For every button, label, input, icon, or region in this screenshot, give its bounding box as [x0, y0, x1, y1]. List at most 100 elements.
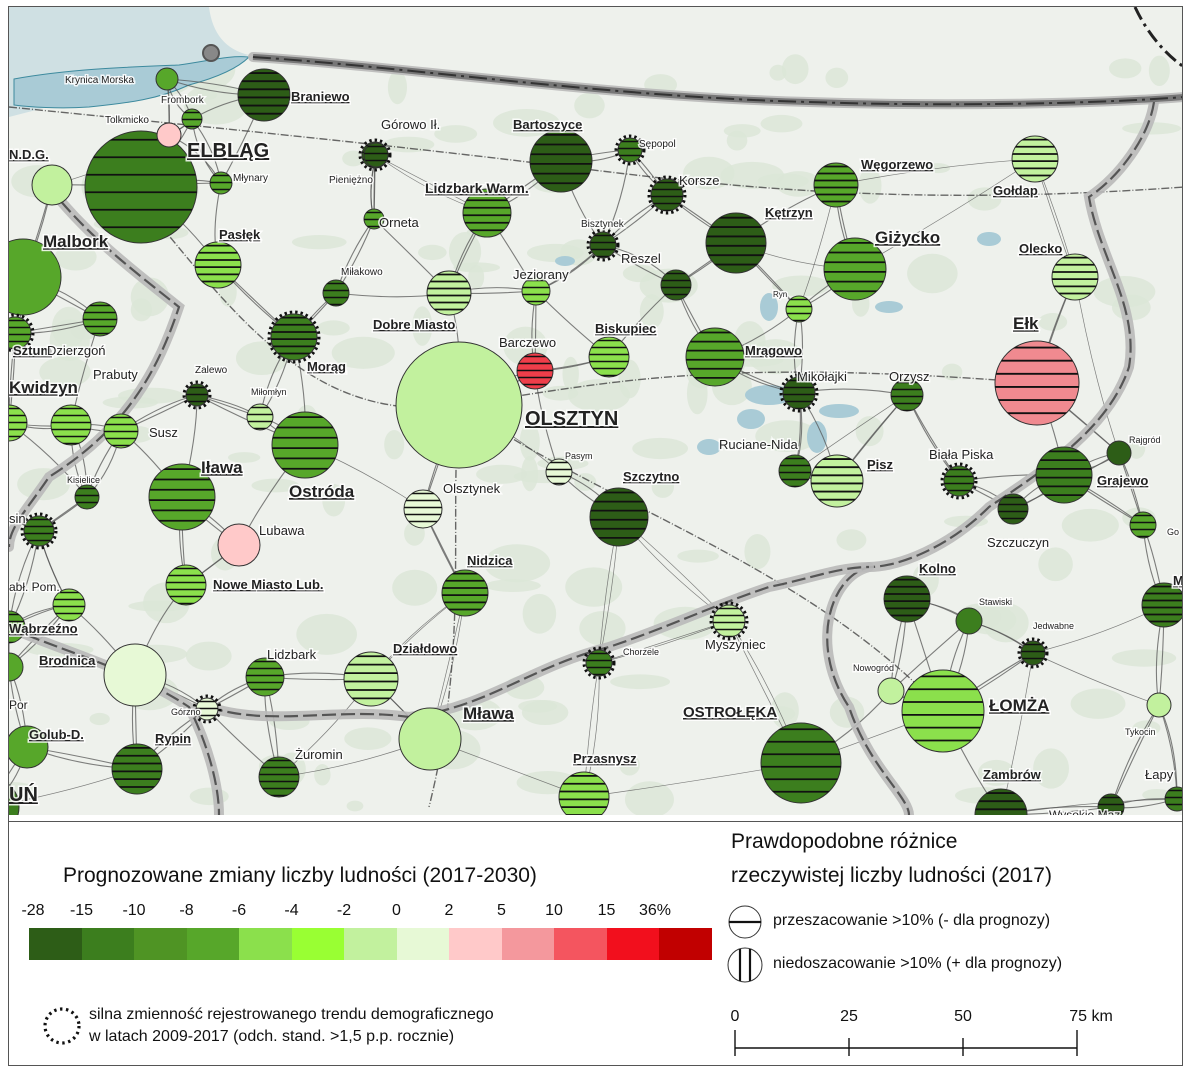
city-circle-sepopol[interactable]	[614, 134, 646, 166]
city-label-kisielice: Kisielice	[67, 475, 100, 485]
city-circle-paslek[interactable]	[194, 241, 242, 289]
city-circle-stawiski[interactable]	[955, 607, 983, 635]
city-circle-rajgrod[interactable]	[1106, 440, 1132, 466]
city-circle-susz[interactable]	[103, 413, 139, 449]
city-circle-lubawa[interactable]	[217, 523, 261, 567]
city-circle-sin[interactable]	[20, 512, 58, 550]
city-circle-dzialdowo[interactable]	[343, 651, 399, 707]
city-circle-mlynary[interactable]	[209, 171, 233, 195]
city-circle-gizycko[interactable]	[823, 237, 887, 301]
city-circle-lidzbark[interactable]	[462, 188, 512, 238]
city-circle-tolkmicko[interactable]	[156, 122, 182, 148]
city-circle-ketrzyn[interactable]	[705, 212, 767, 274]
city-label-mragowo: Mrągowo	[745, 343, 802, 358]
city-circle-elk[interactable]	[994, 340, 1080, 426]
city-circle-golubd[interactable]	[9, 725, 49, 769]
city-label-nowemiasto: Nowe Miasto Lub.	[213, 577, 324, 592]
city-circle-orzysz[interactable]	[890, 378, 924, 412]
city-circle-nidzica[interactable]	[441, 569, 489, 617]
city-circle-bartoszyce[interactable]	[529, 129, 593, 193]
city-label-braniewo: Braniewo	[291, 89, 350, 104]
scale-label: 0	[392, 902, 401, 919]
city-circle-korsze[interactable]	[647, 175, 687, 215]
city-circle-dzierzgon[interactable]	[82, 301, 118, 337]
city-circle-gorowo[interactable]	[363, 142, 389, 168]
city-circle-malbork[interactable]	[9, 238, 62, 316]
city-circle-torun[interactable]	[9, 777, 20, 815]
city-circle-zuromin[interactable]	[258, 756, 300, 798]
city-circle-bisztynek[interactable]	[586, 228, 620, 262]
city-circle-braniewo[interactable]	[237, 68, 291, 122]
city-circle-ndg[interactable]	[31, 164, 73, 206]
city-circle-frombork[interactable]	[181, 108, 203, 130]
city-label-monki: M	[1173, 573, 1183, 588]
city-circle-dobremiasto[interactable]	[426, 270, 472, 316]
city-circle-morag[interactable]	[267, 310, 321, 364]
city-circle-goldap[interactable]	[1011, 135, 1059, 183]
city-label-wysokiemaz: Wysokie Maz.	[1049, 808, 1124, 815]
city-circle-prabuty[interactable]	[50, 404, 92, 446]
city-circle-szczytno[interactable]	[589, 487, 649, 547]
city-label-ryn: Ryn	[773, 290, 787, 299]
city-circle-milakowo[interactable]	[322, 279, 350, 307]
city-circle-milomlyn[interactable]	[246, 403, 274, 431]
city-label-olecko: Olecko	[1019, 241, 1062, 256]
city-circle-biskupiec[interactable]	[588, 336, 630, 378]
city-circle-grajewo[interactable]	[1035, 446, 1093, 504]
city-circle-pasym[interactable]	[545, 458, 573, 486]
city-circle-elblag[interactable]	[84, 130, 198, 244]
city-circle-por[interactable]	[9, 652, 24, 682]
city-circle-kolno[interactable]	[883, 575, 931, 623]
city-label-zalewo: Zalewo	[195, 365, 228, 376]
diff-title-1: Prawdopodobne różnice	[731, 830, 958, 853]
city-circle-lapy[interactable]	[1164, 786, 1183, 812]
city-circle-goniadz[interactable]	[1129, 511, 1157, 539]
city-circle-ryn[interactable]	[785, 295, 813, 323]
city-circle-rypin[interactable]	[111, 743, 163, 795]
city-circle-lomza[interactable]	[901, 669, 985, 753]
city-circle-zalewo[interactable]	[182, 380, 212, 410]
city-circle-jeziorany[interactable]	[521, 276, 551, 306]
city-circle-mragowo[interactable]	[685, 327, 745, 387]
city-circle-ilawa[interactable]	[148, 463, 216, 531]
city-circle-pisz[interactable]	[810, 454, 864, 508]
city-circle-chorzele[interactable]	[582, 646, 616, 680]
city-circle-nowogrod[interactable]	[877, 677, 905, 705]
city-circle-reszel[interactable]	[660, 269, 692, 301]
city-circle-kisielice[interactable]	[74, 484, 100, 510]
city-circle-mlawa[interactable]	[398, 707, 462, 771]
over-estimate-text: przeszacowanie >10% (- dla prognozy)	[773, 912, 1051, 929]
city-circle-ostroda[interactable]	[271, 411, 339, 479]
city-circle-olsztyn[interactable]	[395, 341, 523, 469]
city-circle-krynica[interactable]	[155, 67, 179, 91]
city-circle-orneta[interactable]	[363, 208, 385, 230]
city-label-nowogrod: Nowogród	[853, 663, 894, 673]
city-circle-brodnica[interactable]	[103, 643, 167, 707]
city-circle-monki[interactable]	[1141, 582, 1183, 628]
city-circle-wysokiemaz[interactable]	[1097, 793, 1125, 815]
city-circle-olsztynek[interactable]	[403, 489, 443, 529]
city-label-sztum: Sztum	[13, 343, 52, 358]
city-circle-nowemiasto[interactable]	[165, 564, 207, 606]
city-circle-przasnysz[interactable]	[558, 771, 610, 815]
city-label-nidzica: Nidzica	[467, 553, 513, 568]
city-label-malbork: Malbork	[43, 232, 109, 251]
city-circle-lidzbark2[interactable]	[245, 657, 285, 697]
city-circle-barczewo[interactable]	[516, 352, 554, 390]
city-circle-mikolajki[interactable]	[779, 373, 819, 413]
city-label-myszyniec: Myszyniec	[705, 637, 766, 652]
city-circle-ostroleka[interactable]	[760, 722, 842, 804]
city-circle-wegorzewo[interactable]	[813, 162, 859, 208]
city-circle-myszyniec[interactable]	[709, 601, 749, 641]
city-circle-rucianenida[interactable]	[778, 454, 812, 488]
city-circle-jedwabne[interactable]	[1017, 637, 1049, 669]
city-circle-jablonowo[interactable]	[52, 588, 86, 622]
city-circle-sztum[interactable]	[9, 313, 35, 353]
city-circle-tykocin[interactable]	[1146, 692, 1172, 718]
city-label-reszel: Reszel	[621, 251, 661, 266]
city-circle-olecko[interactable]	[1051, 253, 1099, 301]
city-circle-gorzno[interactable]	[192, 694, 222, 724]
city-circle-bialapiska[interactable]	[940, 462, 978, 500]
city-circle-szczuczyn[interactable]	[997, 493, 1029, 525]
